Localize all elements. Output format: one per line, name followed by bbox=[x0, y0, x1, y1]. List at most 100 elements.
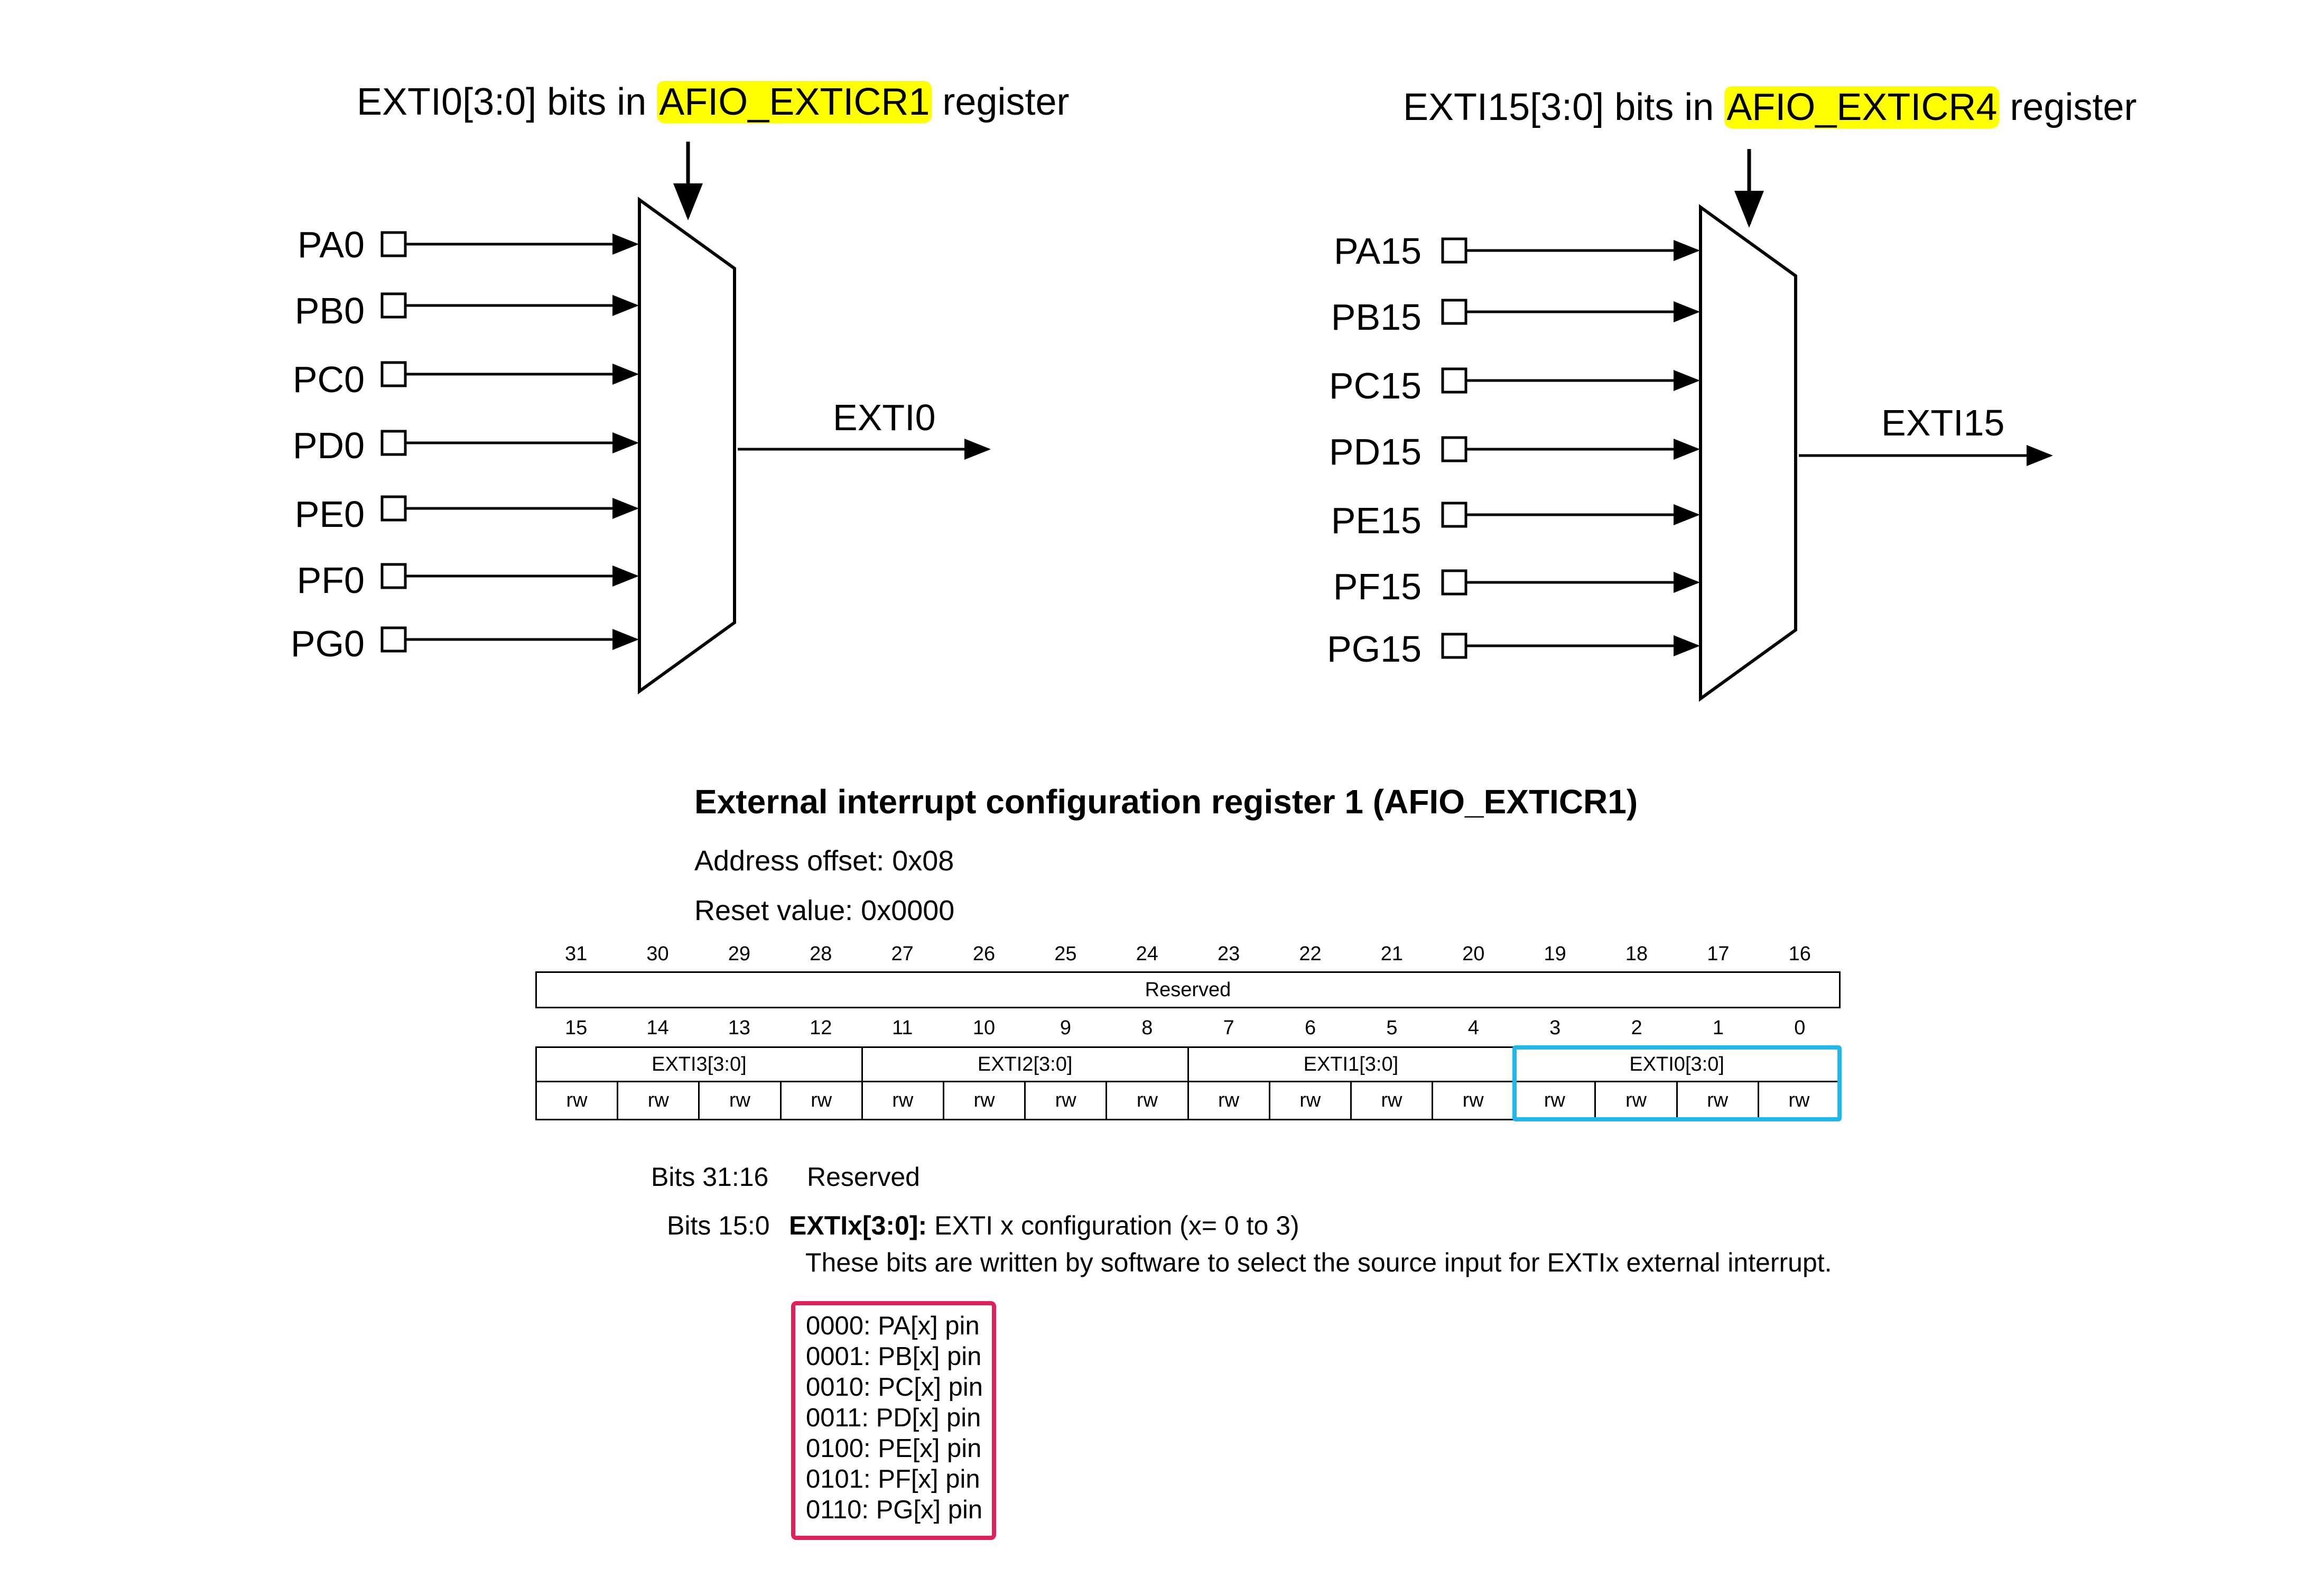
bit-number: 10 bbox=[972, 1017, 996, 1039]
access-cell: rw bbox=[779, 1081, 863, 1120]
lower-bit-numbers: 15 14 13 12 11 10 9 8 7 6 5 4 3 2 1 0 bbox=[535, 1015, 1841, 1041]
reserved-field: Reserved bbox=[535, 971, 1841, 1008]
bit-number: 19 bbox=[1544, 943, 1566, 965]
mux-right-input-label: PD15 bbox=[1328, 431, 1422, 472]
access-cell: rw bbox=[1350, 1081, 1434, 1120]
option-item: 0010: PC[x] pin bbox=[806, 1373, 983, 1402]
access-cell: rw bbox=[1024, 1081, 1108, 1120]
bit-number: 15 bbox=[565, 1017, 588, 1039]
bit-number: 28 bbox=[810, 943, 832, 965]
bit-number: 26 bbox=[972, 943, 996, 965]
access-cell: rw bbox=[1432, 1081, 1515, 1120]
bits-15-0-label: Bits 15:0 bbox=[667, 1211, 770, 1240]
bits-31-16-text: Reserved bbox=[807, 1162, 920, 1192]
bit-number: 2 bbox=[1631, 1017, 1642, 1039]
mux-right-input-label: PB15 bbox=[1331, 296, 1422, 338]
option-item: 0011: PD[x] pin bbox=[806, 1404, 981, 1432]
access-cell: rw bbox=[1268, 1081, 1352, 1120]
mux-left-input-label: PA0 bbox=[297, 224, 365, 265]
mux-left-input-label: PG0 bbox=[290, 623, 365, 664]
field-exti2: EXTI2[3:0] bbox=[861, 1046, 1189, 1082]
mux-diagrams bbox=[380, 142, 2053, 702]
field-exti3: EXTI3[3:0] bbox=[535, 1046, 863, 1082]
bit-number: 1 bbox=[1712, 1017, 1724, 1039]
bits-15-0-title: EXTI x configuration (x= 0 to 3) bbox=[927, 1211, 1299, 1240]
mux-left-pin-box bbox=[380, 495, 407, 522]
mux-right-mux-body bbox=[1699, 204, 1797, 702]
register-title: External interrupt configuration registe… bbox=[694, 783, 1638, 821]
mux-left-pin-box bbox=[380, 361, 407, 387]
mux-left-title-prefix: EXTI0[3:0] bits in bbox=[357, 81, 657, 123]
mux-left-pin-box bbox=[380, 563, 407, 589]
bit-number: 21 bbox=[1380, 943, 1404, 965]
mux-right-pin-box bbox=[1441, 237, 1467, 264]
access-cell: rw bbox=[1105, 1081, 1189, 1120]
mux-right-pin-box bbox=[1441, 436, 1467, 462]
bit-number: 9 bbox=[1060, 1017, 1071, 1039]
bit-number: 31 bbox=[565, 943, 588, 965]
mux-right-input-label: PG15 bbox=[1327, 628, 1422, 670]
bit-number: 20 bbox=[1462, 943, 1485, 965]
bit-number: 6 bbox=[1304, 1017, 1316, 1039]
exti-source-options: 0000: PA[x] pin 0001: PB[x] pin 0010: PC… bbox=[791, 1301, 996, 1540]
bit-number: 11 bbox=[891, 1017, 913, 1039]
mux-right-title: EXTI15[3:0] bits in AFIO_EXTICR4 registe… bbox=[1403, 85, 2137, 130]
bit-number: 16 bbox=[1788, 943, 1811, 965]
access-cell: rw bbox=[861, 1081, 944, 1120]
mux-left-pin-box bbox=[380, 430, 407, 456]
bit-number: 8 bbox=[1141, 1017, 1153, 1039]
bit-number: 3 bbox=[1549, 1017, 1561, 1039]
access-cell: rw bbox=[942, 1081, 1026, 1120]
option-item: 0110: PG[x] pin bbox=[806, 1496, 983, 1524]
access-row: rw rw rw rw rw rw rw rw rw rw rw rw rw r… bbox=[535, 1081, 1841, 1120]
mux-left-title-suffix: register bbox=[932, 81, 1070, 123]
bits-31-16-label: Bits 31:16 bbox=[651, 1162, 769, 1192]
option-item: 0000: PA[x] pin bbox=[806, 1312, 980, 1340]
bit-number: 17 bbox=[1707, 943, 1730, 965]
mux-right-input-label: PC15 bbox=[1328, 365, 1422, 406]
bit-number: 29 bbox=[728, 943, 751, 965]
mux-right-input-label: PE15 bbox=[1331, 500, 1422, 541]
bit-number: 25 bbox=[1054, 943, 1077, 965]
mux-right-pin-box bbox=[1441, 633, 1467, 659]
bit-number: 30 bbox=[646, 943, 669, 965]
mux-left-title: EXTI0[3:0] bits in AFIO_EXTICR1 register bbox=[357, 79, 1069, 125]
bit-number: 14 bbox=[646, 1017, 669, 1039]
bits-15-0-name: EXTIx[3:0]: bbox=[789, 1211, 927, 1240]
bit-number: 5 bbox=[1386, 1017, 1398, 1039]
bit-number: 23 bbox=[1218, 943, 1240, 965]
mux-left-pin-box bbox=[380, 292, 407, 319]
field-exti1: EXTI1[3:0] bbox=[1187, 1046, 1515, 1082]
mux-left-input-label: PE0 bbox=[294, 494, 365, 535]
mux-right-pin-box bbox=[1441, 299, 1467, 325]
mux-right-pin-box bbox=[1441, 502, 1467, 528]
access-cell: rw bbox=[698, 1081, 782, 1120]
mux-right-input-label: PA15 bbox=[1333, 230, 1422, 272]
mux-left-input-label: PF0 bbox=[296, 560, 365, 601]
address-offset: Address offset: 0x08 bbox=[694, 845, 954, 877]
bit-number: 27 bbox=[891, 943, 914, 965]
mux-right-register-name: AFIO_EXTICR4 bbox=[1724, 86, 2000, 128]
mux-right-title-suffix: register bbox=[1999, 86, 2137, 128]
access-cell: rw bbox=[617, 1081, 700, 1120]
option-item: 0101: PF[x] pin bbox=[806, 1465, 980, 1493]
mux-left-pin-box bbox=[380, 231, 407, 257]
option-item: 0100: PE[x] pin bbox=[806, 1434, 982, 1463]
bit-number: 12 bbox=[810, 1017, 832, 1039]
access-cell: rw bbox=[1187, 1081, 1270, 1120]
mux-left-pin-box bbox=[380, 626, 407, 653]
bit-number: 18 bbox=[1625, 943, 1648, 965]
mux-right-output-label: EXTI15 bbox=[1881, 402, 2005, 443]
mux-right-pin-box bbox=[1441, 569, 1467, 596]
bit-number: 22 bbox=[1299, 943, 1322, 965]
exti0-field-highlight bbox=[1512, 1045, 1842, 1121]
bit-number: 24 bbox=[1136, 943, 1158, 965]
access-cell: rw bbox=[535, 1081, 619, 1120]
mux-right-input-label: PF15 bbox=[1333, 566, 1422, 607]
bits-15-0-text: These bits are written by software to se… bbox=[805, 1248, 1832, 1277]
mux-left-register-name: AFIO_EXTICR1 bbox=[657, 81, 932, 123]
mux-right-title-prefix: EXTI15[3:0] bits in bbox=[1403, 86, 1725, 128]
bits-15-0-heading: EXTIx[3:0]: EXTI x configuration (x= 0 t… bbox=[789, 1210, 1299, 1241]
bit-number: 4 bbox=[1467, 1017, 1479, 1039]
mux-left-output-label: EXTI0 bbox=[833, 397, 936, 438]
